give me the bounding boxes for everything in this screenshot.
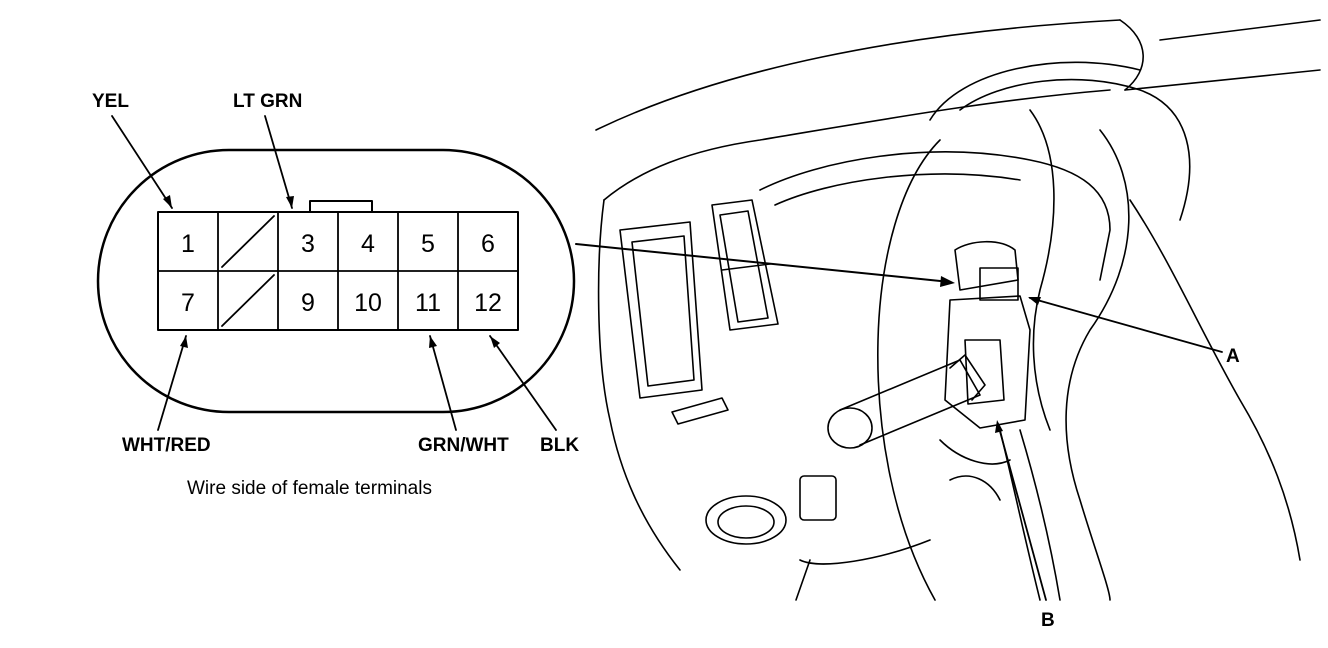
pin-12: 12 (474, 289, 502, 317)
dash-right-curve (1119, 19, 1144, 91)
pin-5: 5 (421, 230, 435, 258)
label-yel: YEL (92, 91, 129, 112)
empty-cavity-slash (221, 274, 275, 327)
dashboard-illustration (595, 19, 1321, 601)
leader-yel (111, 115, 173, 209)
pin-3: 3 (301, 230, 315, 258)
leader-grn-wht (429, 335, 457, 431)
label-blk: BLK (540, 435, 579, 456)
connector-lock-tab (309, 200, 373, 213)
switch-panel-inner (719, 210, 769, 323)
connector-caption: Wire side of female terminals (187, 478, 432, 499)
dash-top-line (595, 19, 1121, 131)
steering-wheel-right (1065, 129, 1130, 601)
stalk-collar (949, 354, 986, 401)
pin-7: 7 (181, 289, 195, 317)
pin-10: 10 (354, 289, 382, 317)
arrowhead (180, 336, 188, 348)
column-cover-line (949, 475, 1001, 501)
steering-wheel-rim (929, 61, 1141, 121)
steering-column-line (1029, 109, 1055, 431)
column-shroud-line (1019, 429, 1061, 601)
pin-6: 6 (481, 230, 495, 258)
pin-9: 9 (301, 289, 315, 317)
connector-view: 1 3 4 5 6 7 9 10 11 12 (96, 148, 576, 414)
pin-1: 1 (181, 230, 195, 258)
knob-outer (705, 495, 787, 545)
pin-4: 4 (361, 230, 375, 258)
switch-panel (711, 199, 779, 331)
connector-a-body (979, 267, 1019, 301)
arrowhead (995, 420, 1003, 433)
steering-wheel-left (877, 139, 941, 601)
label-wht-red: WHT/RED (122, 435, 211, 456)
lower-switch (799, 475, 837, 521)
stalk-end (827, 407, 873, 449)
leader-wht-red (157, 335, 187, 431)
connector-outline (96, 148, 576, 414)
center-vent-left (619, 221, 703, 399)
dash-left-contour (597, 199, 681, 571)
switch-divider (721, 263, 771, 271)
center-vent-left-inner (631, 235, 695, 387)
switch-stalk (839, 359, 981, 446)
label-grn-wht: GRN/WHT (418, 435, 509, 456)
label-lt-grn: LT GRN (233, 91, 302, 112)
dash-upper-edge (603, 89, 1111, 201)
arrowhead (490, 336, 500, 348)
switch-housing-top (954, 240, 1019, 291)
arrowhead (163, 195, 172, 208)
windshield-line (1124, 69, 1321, 91)
dash-right-lower (1129, 199, 1301, 561)
switch-plate (964, 339, 1005, 405)
location-pointer (575, 243, 955, 287)
arrowhead (940, 276, 955, 287)
leader-lt-grn (264, 115, 293, 209)
dash-bottom-line (795, 559, 811, 601)
empty-cavity-slash (221, 215, 275, 268)
wire-labels: YEL LT GRN WHT/RED GRN/WHT BLK Wire side… (92, 91, 579, 499)
arrowhead (286, 196, 294, 208)
lower-panel-line (799, 539, 931, 565)
leader-a (1029, 297, 1223, 353)
connector-location-arrow (575, 243, 951, 283)
cluster-hood (759, 151, 1111, 281)
callout-b: B (1041, 610, 1055, 631)
steering-wheel-top (959, 78, 1191, 221)
leader-b (997, 423, 1047, 601)
hazard-slot (671, 397, 729, 425)
windshield-line (1159, 19, 1321, 41)
callout-a: A (1226, 346, 1240, 367)
callouts: A B (995, 297, 1240, 631)
column-cover-line (939, 439, 1011, 465)
leader-blk (489, 335, 557, 431)
knob-inner (717, 505, 775, 539)
arrowhead (429, 336, 437, 348)
pin-11: 11 (415, 289, 441, 317)
arrowhead (1028, 297, 1041, 305)
cluster-hood-inner (774, 173, 1021, 206)
combination-switch-body (944, 295, 1031, 429)
